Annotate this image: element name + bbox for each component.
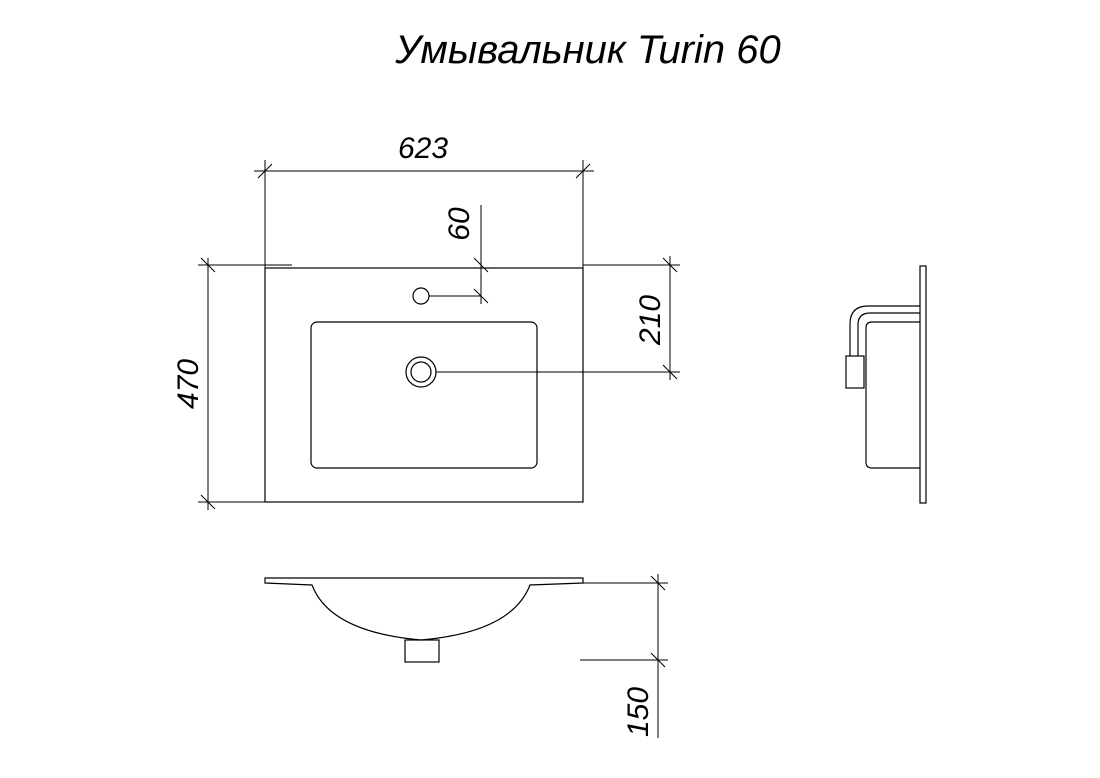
- sink-front-outline: [264, 577, 584, 641]
- tap-outlet-side: [845, 355, 865, 389]
- tap-spout-side: [849, 305, 920, 356]
- side-view: [845, 265, 927, 504]
- dim-tick-left: [257, 163, 273, 179]
- dim-label-tap: 60: [443, 207, 476, 241]
- tap-hole: [412, 287, 430, 305]
- dimension-depth: 470: [172, 257, 292, 510]
- drain-pipe-front: [404, 639, 440, 663]
- dimension-height: 150: [580, 574, 668, 738]
- wall-plate: [919, 265, 927, 504]
- dim-tick-height-bottom: [650, 652, 666, 668]
- drain-inner: [410, 361, 432, 383]
- dimension-width: 623: [254, 132, 594, 268]
- sink-body-side: [865, 321, 920, 469]
- dim-tick-height-top: [650, 575, 666, 591]
- dim-tick-tap-top: [473, 257, 489, 273]
- top-view: [264, 267, 584, 503]
- front-view: [264, 577, 584, 663]
- dim-tick-drain-bottom: [662, 364, 678, 380]
- dimension-tap-offset: 60: [429, 205, 489, 304]
- drawing-title: Умывальник Turin 60: [395, 28, 781, 72]
- dim-label-height: 150: [622, 687, 655, 737]
- dim-label-drain: 210: [634, 295, 667, 346]
- dim-tick-bottom: [200, 494, 216, 510]
- sink-outer-outline: [264, 267, 584, 503]
- dim-tick-right: [575, 163, 591, 179]
- dimension-drain-offset: 210: [436, 256, 680, 380]
- dim-tick-top: [200, 257, 216, 273]
- basin-outline: [310, 321, 538, 469]
- dim-label-depth: 470: [172, 359, 205, 409]
- dim-label-width: 623: [398, 132, 448, 165]
- dim-tick-drain-top: [662, 257, 678, 273]
- dim-tick-tap-bottom: [473, 288, 489, 304]
